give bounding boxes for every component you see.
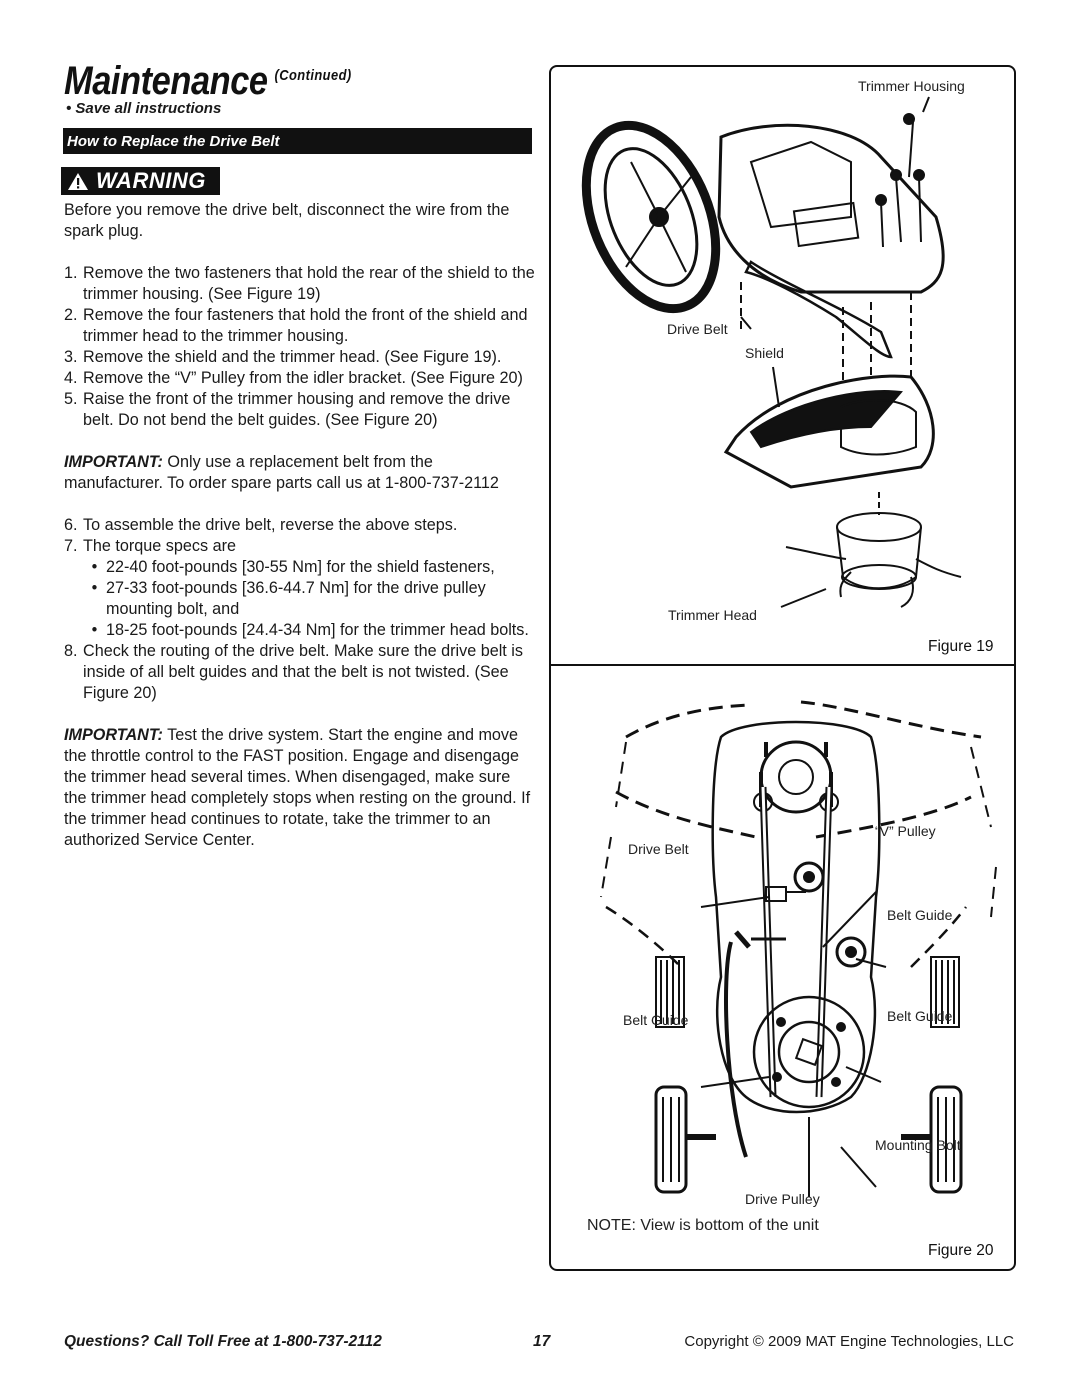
label-v-pulley: “V” Pulley — [875, 823, 936, 839]
label-trimmer-housing: Trimmer Housing — [858, 78, 965, 94]
list-item: 1. Remove the two fasteners that hold the… — [64, 263, 536, 305]
step-text: The torque specs are — [83, 537, 236, 555]
footer-questions: Questions? Call Toll Free at 1-800-737-2… — [64, 1333, 382, 1350]
figure-20-note: NOTE: View is bottom of the unit — [587, 1217, 819, 1234]
figure-20-caption: Figure 20 — [928, 1242, 994, 1259]
torque-spec-text: 18-25 foot-pounds [24.4-34 Nm] for the t… — [106, 621, 529, 639]
torque-spec-item: •18-25 foot-pounds [24.4-34 Nm] for the … — [91, 621, 529, 639]
step-number: 6. — [64, 516, 78, 534]
step-number: 2. — [64, 306, 78, 324]
list-item: 2. Remove the four fasteners that hold th… — [64, 305, 536, 347]
step-text: Remove the two fasteners that hold the r… — [83, 264, 535, 303]
important-label: IMPORTANT: — [64, 726, 163, 744]
important-note-1: IMPORTANT: Only use a replacement belt f… — [64, 452, 536, 494]
label-drive-belt: Drive Belt — [667, 321, 728, 337]
important-text: Only use a replacement belt from the man… — [64, 453, 499, 492]
warning-badge: WARNING — [61, 167, 220, 195]
label-trimmer-head: Trimmer Head — [668, 607, 757, 623]
step-text: Check the routing of the drive belt. Mak… — [83, 642, 523, 702]
torque-spec-text: 22-40 foot-pounds [30-55 Nm] for the shi… — [106, 558, 495, 576]
label-drive-belt-fig20: Drive Belt — [628, 841, 689, 857]
step-text: Raise the front of the trimmer housing a… — [83, 390, 511, 429]
list-item: 6. To assemble the drive belt, reverse th… — [64, 515, 536, 536]
step-text: Remove the “V” Pulley from the idler bra… — [83, 369, 523, 387]
label-drive-pulley: Drive Pulley — [745, 1191, 820, 1207]
title-continued: (Continued) — [274, 67, 352, 84]
step-text: Remove the shield and the trimmer head. … — [83, 348, 502, 366]
list-item: 8. Check the routing of the drive belt. M… — [64, 641, 536, 704]
label-shield: Shield — [745, 345, 784, 361]
section-heading: How to Replace the Drive Belt — [63, 128, 532, 154]
label-belt-guide-right: Belt Guide — [887, 1008, 953, 1024]
warning-label: WARNING — [96, 168, 206, 193]
save-instructions-note: • Save all instructions — [66, 100, 222, 117]
important-note-2: IMPORTANT: Test the drive system. Start … — [64, 725, 536, 851]
warning-triangle-icon — [68, 172, 88, 190]
step-number: 4. — [64, 369, 78, 387]
figure-divider — [551, 664, 1014, 666]
label-belt-guide-left: Belt Guide — [623, 1012, 689, 1028]
important-label: IMPORTANT: — [64, 453, 163, 471]
step-number: 8. — [64, 642, 78, 660]
instructions-body: Before you remove the drive belt, discon… — [64, 200, 536, 851]
list-item: 4. Remove the “V” Pulley from the idler b… — [64, 368, 536, 389]
step-number: 3. — [64, 348, 78, 366]
figure-19-illustration — [581, 96, 962, 608]
torque-spec-text: 27-33 foot-pounds [36.6-44.7 Nm] for the… — [106, 579, 486, 618]
footer-copyright: Copyright © 2009 MAT Engine Technologies… — [684, 1333, 1014, 1350]
torque-spec-item: •22-40 foot-pounds [30-55 Nm] for the sh… — [91, 558, 495, 576]
important-text: Test the drive system. Start the engine … — [64, 726, 531, 849]
list-item: 7. The torque specs are — [64, 536, 536, 557]
step-text: Remove the four fasteners that hold the … — [83, 306, 528, 345]
title-text: Maintenance — [64, 59, 268, 103]
page-title: Maintenance (Continued) — [64, 54, 352, 103]
step-number: 1. — [64, 264, 78, 282]
figure-panel: Trimmer Housing Drive Belt Shield Trimme… — [549, 65, 1016, 1271]
step-text: To assemble the drive belt, reverse the … — [83, 516, 458, 534]
list-item: 3. Remove the shield and the trimmer head… — [64, 347, 536, 368]
label-mounting-bolt: Mounting Bolt — [875, 1137, 961, 1153]
page-number: 17 — [533, 1333, 551, 1350]
step-number: 7. — [64, 537, 78, 555]
figure-20-illustration — [600, 700, 997, 1197]
intro-paragraph: Before you remove the drive belt, discon… — [64, 201, 510, 240]
step-number: 5. — [64, 390, 78, 408]
figure-19-caption: Figure 19 — [928, 638, 994, 655]
torque-spec-item: •27-33 foot-pounds [36.6-44.7 Nm] for th… — [64, 578, 536, 620]
label-belt-guide-upper: Belt Guide — [887, 907, 953, 923]
list-item: 5. Raise the front of the trimmer housing… — [64, 389, 536, 431]
